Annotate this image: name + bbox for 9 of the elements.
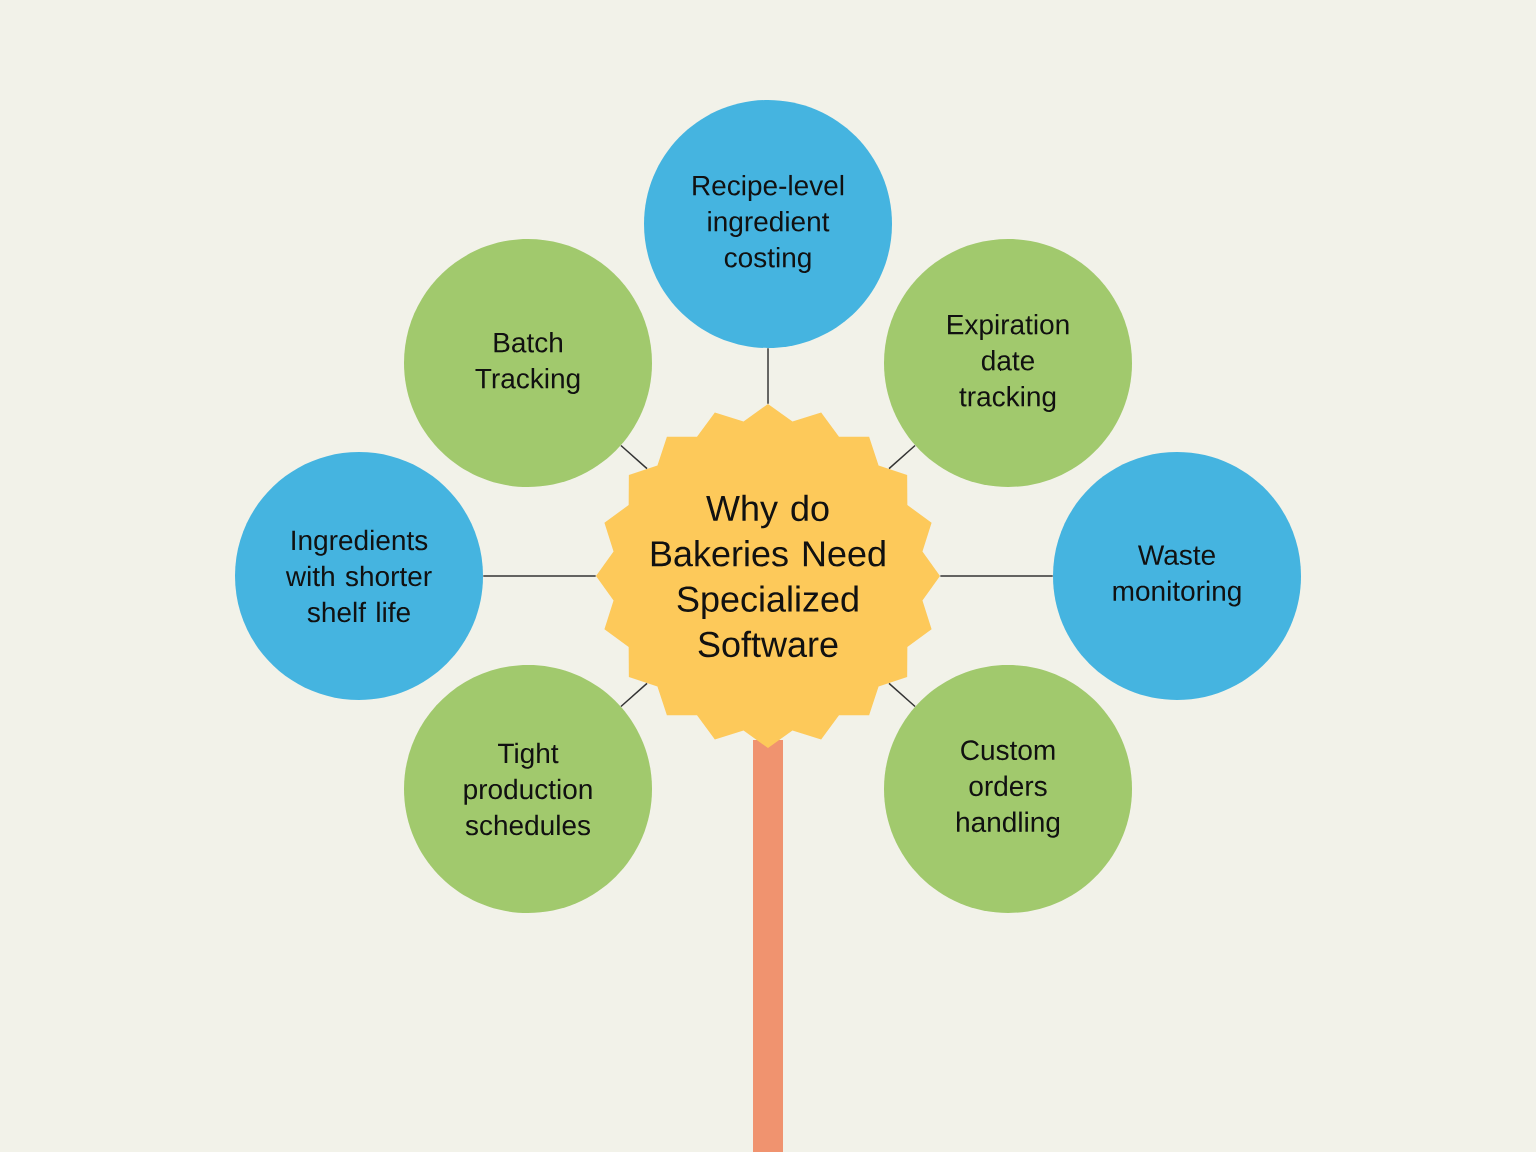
connector-line: [620, 682, 648, 708]
connector-line: [620, 444, 648, 470]
starburst-badge: Why do Bakeries Need Specialized Software: [596, 404, 940, 748]
connector-line: [888, 444, 916, 470]
tree-trunk: [753, 740, 783, 1152]
connector-line: [888, 682, 916, 708]
connector-line: [482, 575, 597, 577]
connector-line: [939, 575, 1054, 577]
connector-line: [767, 347, 769, 405]
